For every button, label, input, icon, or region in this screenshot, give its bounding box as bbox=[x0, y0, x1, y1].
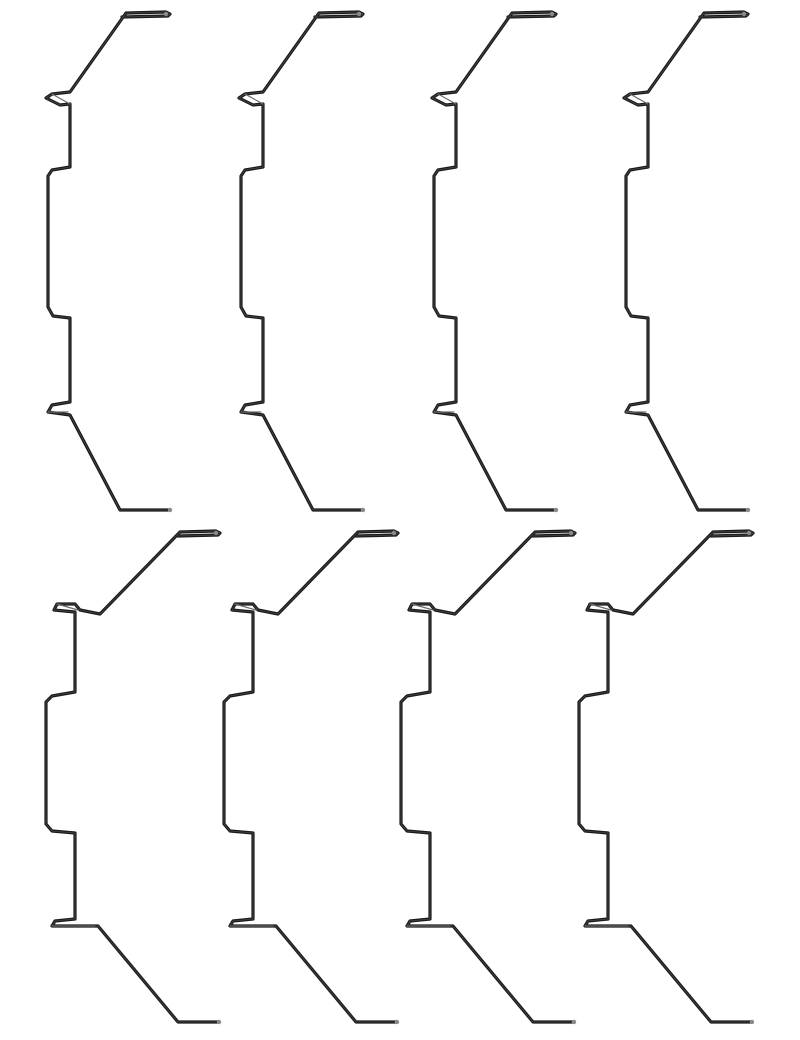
wire-bottom-tip bbox=[571, 1019, 577, 1025]
wire-bracket-1-3 bbox=[430, 10, 559, 513]
wire-top-tip bbox=[391, 530, 397, 536]
wire-bracket-1-2 bbox=[237, 10, 366, 513]
wire-bottom-tip bbox=[167, 507, 173, 513]
wire-bracket-2-1 bbox=[44, 529, 222, 1025]
wire-top-tip bbox=[746, 530, 752, 536]
wire-bottom-tip bbox=[749, 1019, 755, 1025]
wire-top-tip bbox=[356, 11, 362, 17]
wire-bottom-tip bbox=[394, 1019, 400, 1025]
wire-top-tip bbox=[741, 11, 747, 17]
wire-bottom-tip bbox=[745, 507, 751, 513]
wire-top-tip bbox=[213, 530, 219, 536]
wire-bracket-2-4 bbox=[577, 529, 755, 1025]
wire-bracket-1-4 bbox=[622, 10, 751, 513]
wire-top-tip bbox=[549, 11, 555, 17]
wire-bracket-2-3 bbox=[399, 529, 577, 1025]
wire-bottom-tip bbox=[216, 1019, 222, 1025]
wire-top-tip bbox=[163, 11, 169, 17]
wire-bracket-2-2 bbox=[222, 529, 400, 1025]
wire-bottom-tip bbox=[360, 507, 366, 513]
wire-bottom-tip bbox=[553, 507, 559, 513]
wire-bracket-1-1 bbox=[44, 10, 173, 513]
wire-top-tip bbox=[568, 530, 574, 536]
